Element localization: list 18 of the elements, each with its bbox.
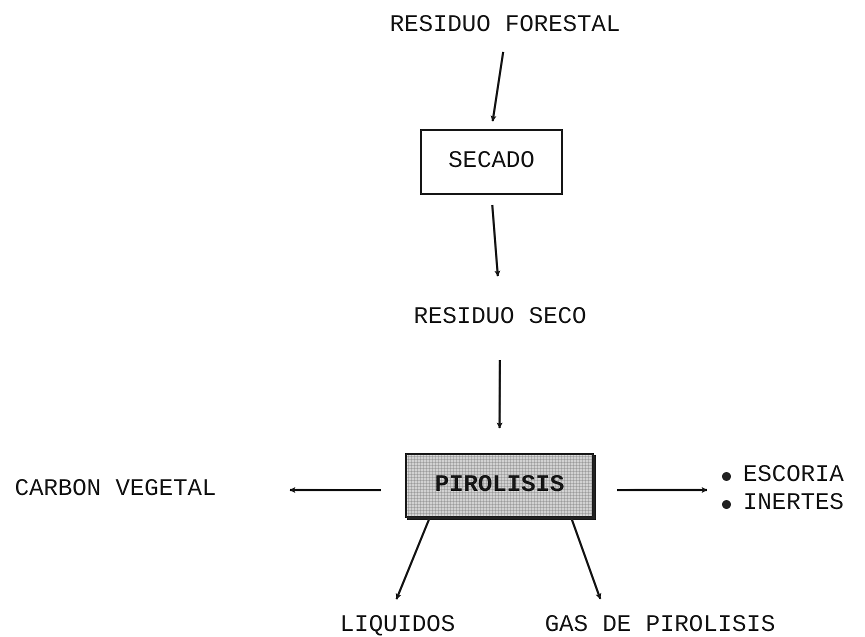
arrow xyxy=(396,518,431,600)
arrow xyxy=(491,204,500,277)
arrow xyxy=(570,518,602,600)
node-label: CARBON VEGETAL xyxy=(14,476,216,504)
node-label: PIROLISIS xyxy=(434,472,564,500)
arrow xyxy=(490,52,504,122)
node-label: RESIDUO FORESTAL xyxy=(390,12,620,40)
node-label: SECADO xyxy=(448,148,535,176)
arrow xyxy=(617,487,708,493)
node-label: GAS DE PIROLISIS xyxy=(544,612,776,637)
arrow xyxy=(289,487,381,494)
process-box xyxy=(420,129,563,195)
output-label: ESCORIA xyxy=(743,462,844,490)
output-label: INERTES xyxy=(743,490,844,518)
arrow xyxy=(496,360,503,429)
process-box xyxy=(405,453,594,518)
node-label: LIQUIDOS xyxy=(340,612,456,637)
node-label: RESIDUO SECO xyxy=(414,304,586,332)
